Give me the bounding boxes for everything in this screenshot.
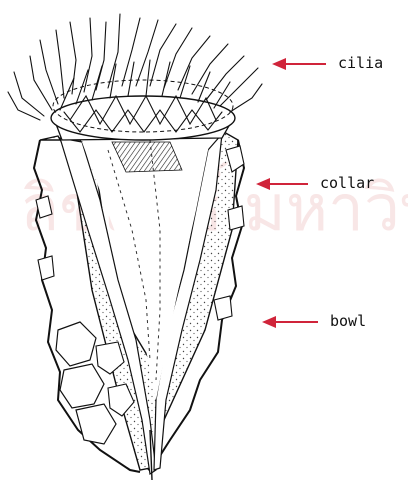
bowl-arrow-head — [262, 316, 276, 328]
label-bowl: bowl — [330, 312, 366, 330]
label-cilia-group: cilia — [272, 54, 383, 72]
cilia-arrow-head — [272, 58, 286, 70]
label-collar: collar — [320, 174, 374, 192]
label-bowl-group: bowl — [262, 312, 366, 330]
label-cilia: cilia — [338, 54, 383, 72]
